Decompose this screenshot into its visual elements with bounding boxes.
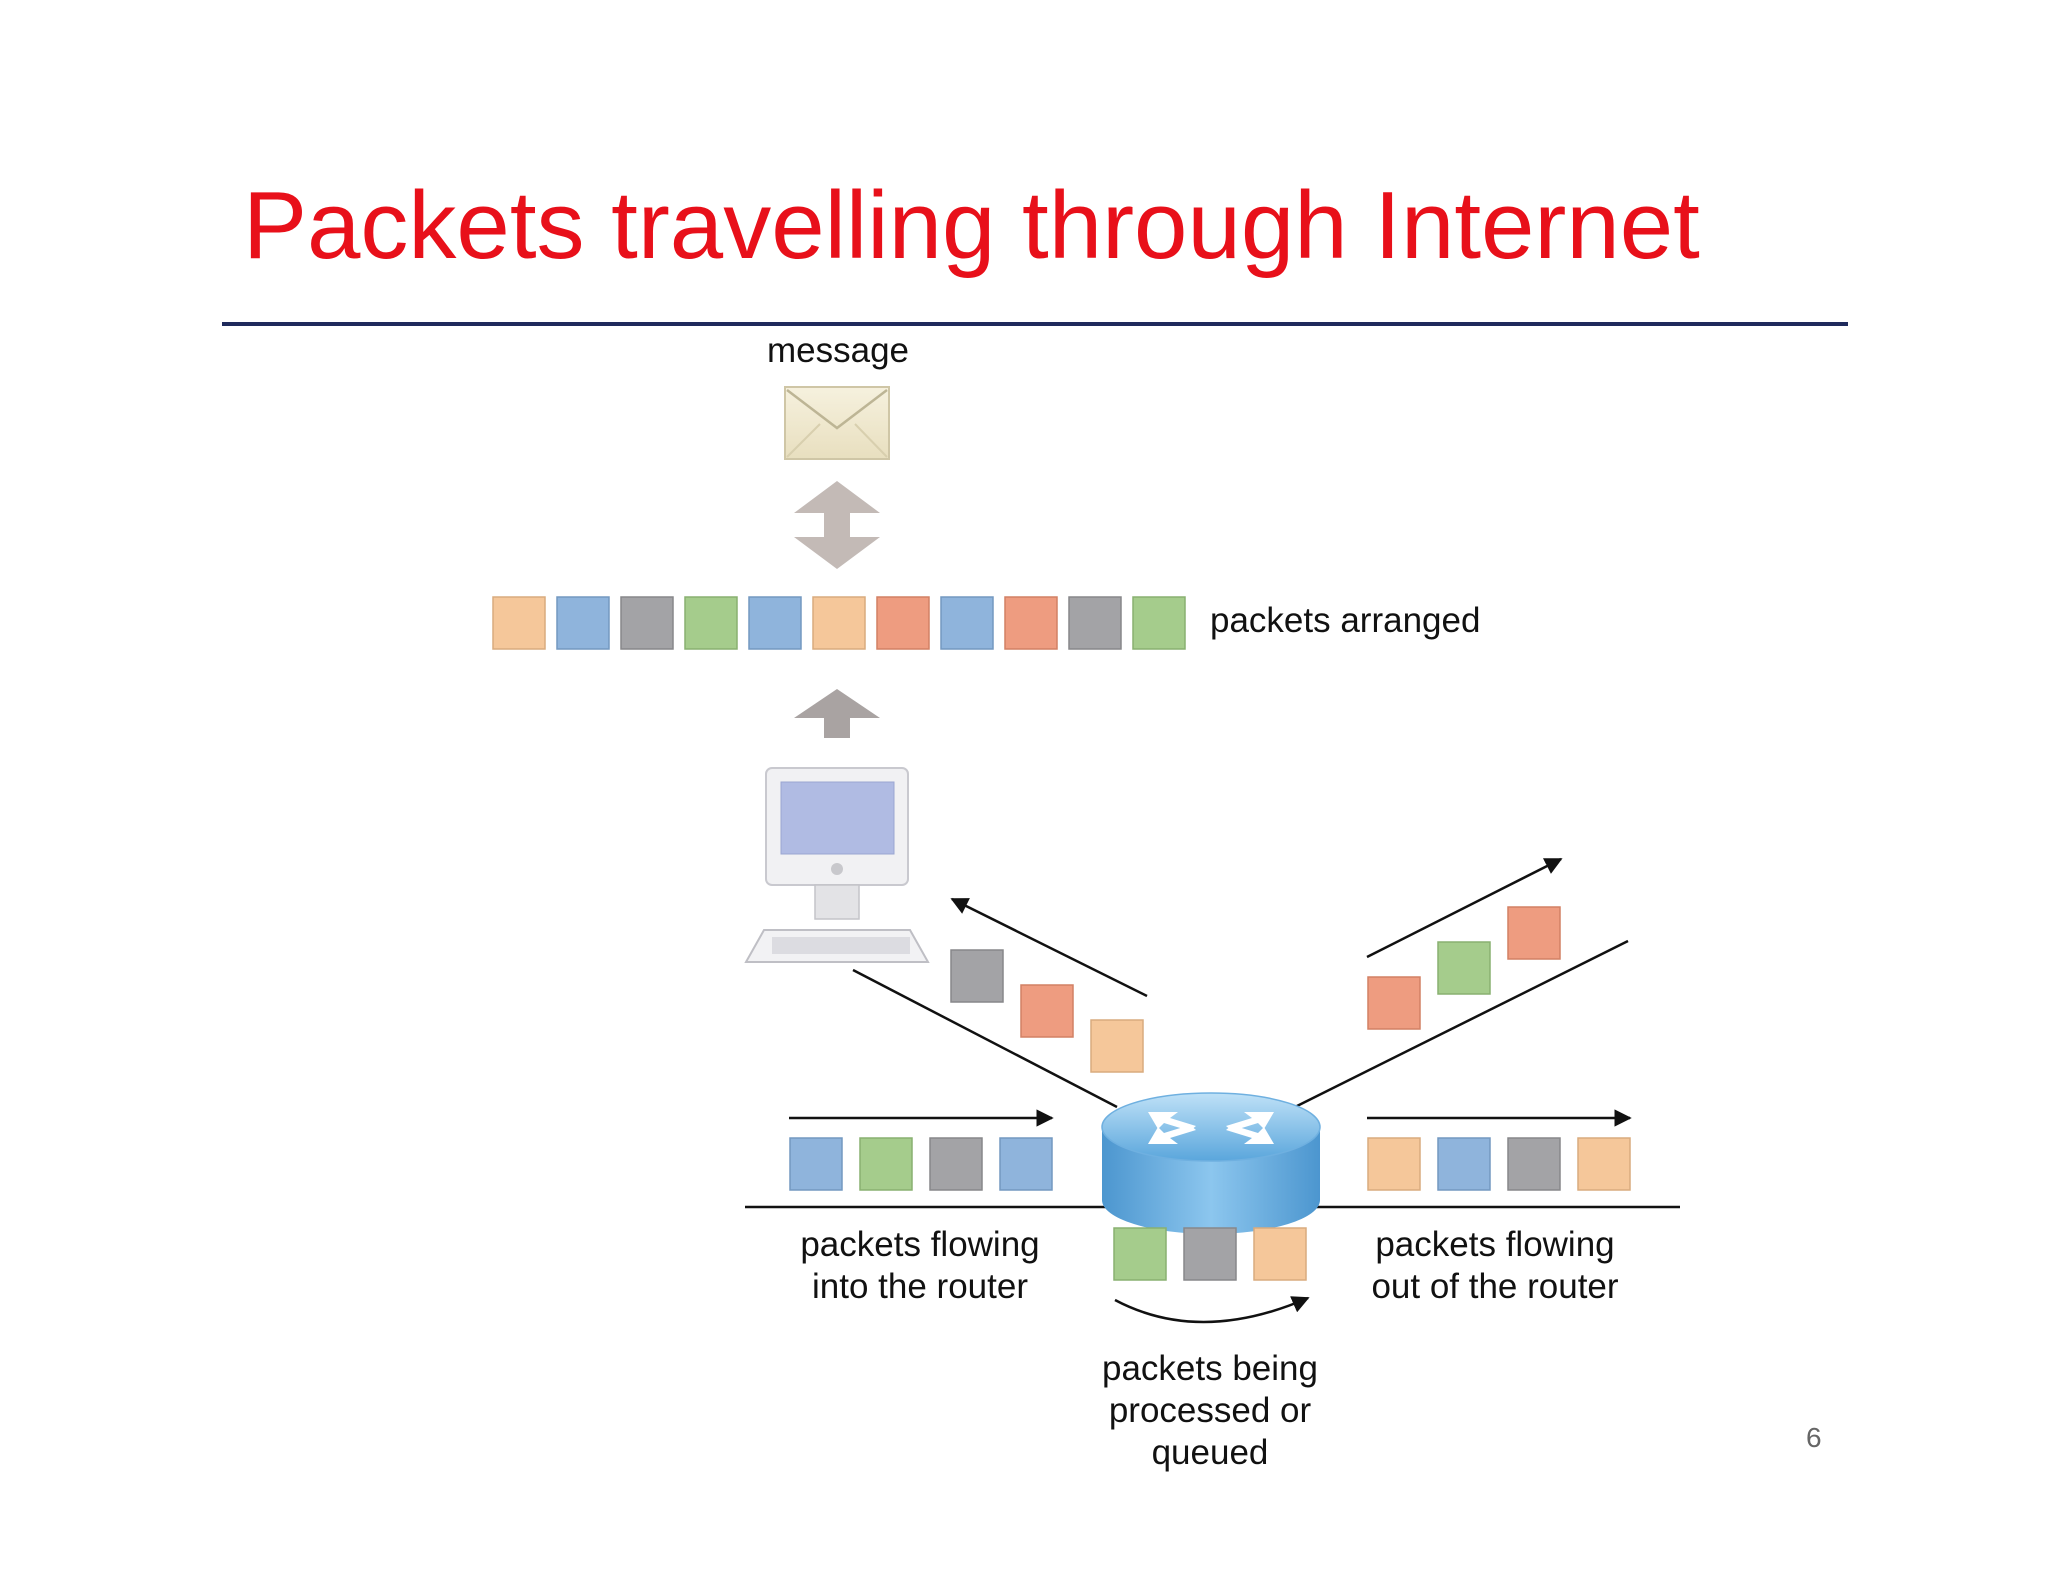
queued-packets (1113, 1227, 1307, 1281)
packet-blue (556, 596, 610, 650)
packet-orange (492, 596, 546, 650)
packet-green (859, 1137, 913, 1191)
router-icon (1101, 1092, 1321, 1234)
packet-blue (1437, 1137, 1491, 1191)
flowing-out-line-1: packets flowing (1375, 1225, 1615, 1264)
page-number: 6 (1806, 1422, 1822, 1453)
packets-outbound-diagonal (1367, 906, 1561, 1030)
packet-salmon (1507, 906, 1561, 960)
packet-gray (950, 949, 1004, 1003)
packet-gray (929, 1137, 983, 1191)
packet-green (1437, 941, 1491, 995)
packet-gray (1507, 1137, 1561, 1191)
double-arrow-icon (794, 481, 880, 569)
packets-arranged-label: packets arranged (1210, 601, 1481, 640)
queued-line-1: packets being (1102, 1349, 1318, 1388)
packet-orange (1090, 1019, 1144, 1073)
slide-title: Packets travelling through Internet (243, 172, 1700, 279)
queued-line-3: queued (1151, 1433, 1269, 1472)
packet-salmon (876, 596, 930, 650)
packet-orange (1577, 1137, 1631, 1191)
packet-blue (999, 1137, 1053, 1191)
packet-blue (748, 596, 802, 650)
packet-orange (1367, 1137, 1421, 1191)
computer-icon (744, 767, 930, 963)
queued-line-2: processed or (1108, 1391, 1312, 1430)
queued-caption: packets being processed or queued (1060, 1348, 1360, 1474)
arrow-queue (1114, 1296, 1310, 1324)
flowing-out-line-2: out of the router (1371, 1267, 1619, 1306)
title-divider (222, 322, 1848, 326)
envelope-icon (784, 386, 890, 460)
packet-gray (620, 596, 674, 650)
arrow-outbound-diagonal (1366, 857, 1563, 959)
incoming-packets (789, 1137, 1053, 1191)
packets-to-computer (950, 949, 1144, 1073)
packet-gray (1068, 596, 1122, 650)
packet-salmon (1004, 596, 1058, 650)
packet-salmon (1020, 984, 1074, 1038)
arranged-packets (492, 596, 1186, 650)
link-computer-router (852, 968, 1118, 1109)
flowing-out-caption: packets flowing out of the router (1345, 1224, 1645, 1308)
flowing-in-line-1: packets flowing (800, 1225, 1040, 1264)
flowing-in-line-2: into the router (812, 1267, 1028, 1306)
packet-green (1132, 596, 1186, 650)
message-label: message (766, 331, 910, 370)
packet-orange (1253, 1227, 1307, 1281)
packet-green (684, 596, 738, 650)
packet-salmon (1367, 976, 1421, 1030)
packet-blue (940, 596, 994, 650)
link-router-outbound (1294, 939, 1629, 1109)
packet-green (1113, 1227, 1167, 1281)
arrow-to-computer (950, 897, 1148, 998)
packet-orange (812, 596, 866, 650)
outgoing-packets (1367, 1137, 1631, 1191)
packet-gray (1183, 1227, 1237, 1281)
packet-blue (789, 1137, 843, 1191)
up-arrow-icon (794, 689, 880, 738)
flowing-in-caption: packets flowing into the router (770, 1224, 1070, 1308)
